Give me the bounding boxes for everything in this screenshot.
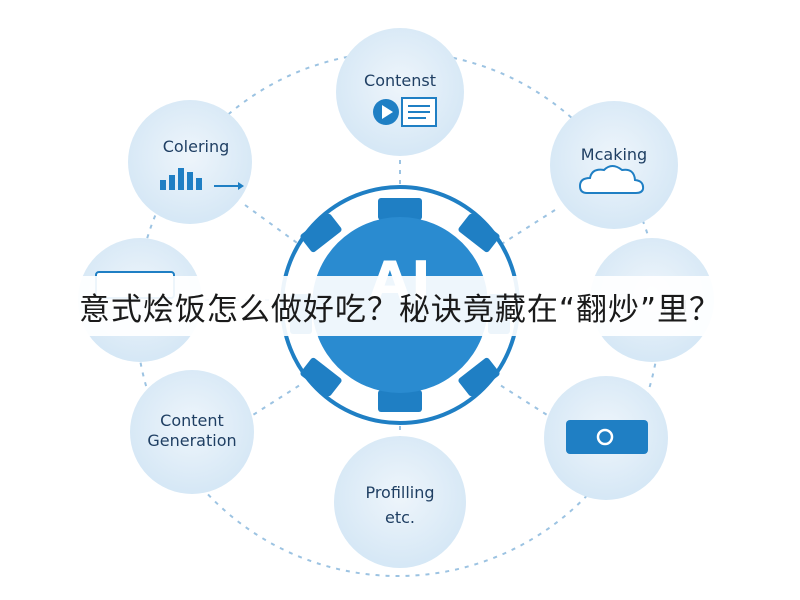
headline-banner: 意式烩饭怎么做好吃？秘诀竟藏在“翻炒”里？ — [0, 276, 800, 336]
node-label: Contenst — [364, 71, 436, 90]
node-making: Mcaking — [550, 101, 678, 229]
video-document-icon — [373, 97, 437, 127]
node-display — [544, 376, 668, 500]
node-profiling: Profilling etc. — [334, 436, 466, 568]
node-label: Mcaking — [581, 145, 647, 164]
node-label: Content — [160, 411, 224, 430]
node-label: Colering — [163, 137, 230, 156]
node-label: Profilling — [365, 483, 434, 502]
node-contest: Contenst — [336, 28, 464, 156]
headline-text: 意式烩饭怎么做好吃？秘诀竟藏在“翻炒”里？ — [78, 291, 722, 328]
bar-chart-icon — [160, 168, 244, 190]
node-label: Generation — [147, 431, 236, 450]
node-label: etc. — [385, 508, 415, 527]
node-colering: Colering — [128, 100, 252, 224]
node-content-generation: Content Generation — [130, 370, 254, 494]
cloud-icon — [578, 165, 645, 194]
screen-icon — [566, 420, 648, 454]
